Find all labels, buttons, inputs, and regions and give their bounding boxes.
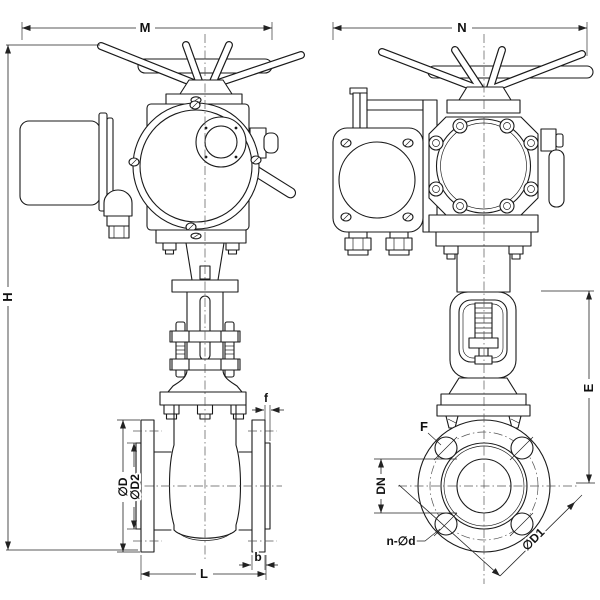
handwheel-hub-side — [458, 86, 512, 101]
actuator-front — [19, 93, 297, 244]
control-box-cover — [338, 141, 416, 219]
motor-housing-octagon — [428, 116, 539, 216]
dim-label-N: N — [457, 20, 466, 35]
dim-label-DN: DN — [374, 477, 388, 494]
control-box — [332, 127, 424, 233]
gear-housing — [132, 102, 260, 230]
dim-label-H: H — [0, 292, 15, 301]
stem-threads — [468, 302, 499, 365]
dim-label-b: b — [254, 550, 261, 564]
cable-gland — [103, 189, 133, 239]
octagon-bolts — [428, 118, 539, 214]
bolt-holes — [433, 436, 534, 537]
handwheel-front — [97, 41, 305, 95]
dim-label-D2: ∅D2 — [128, 474, 142, 500]
bonnet-bell-side — [448, 377, 518, 395]
housing-screws — [128, 100, 262, 232]
dim-label-F: F — [420, 419, 428, 434]
cable-glands-side — [344, 231, 413, 256]
dim-label-f: f — [264, 391, 269, 405]
dim-label-L: L — [200, 566, 208, 581]
bonnet-flange — [159, 391, 247, 406]
electric-motor — [19, 112, 114, 212]
handwheel-spokes — [97, 41, 305, 88]
dim-label-E: E — [581, 383, 596, 392]
actuator-side — [332, 87, 565, 256]
bonnet-flange-side-1 — [440, 393, 527, 406]
top-cap-side — [446, 99, 521, 114]
yoke-column — [456, 245, 511, 293]
yoke-side — [436, 245, 531, 429]
dim-label-M: M — [140, 20, 151, 35]
bonnet-flange-side-2 — [436, 404, 531, 417]
limit-switch-bracket — [366, 99, 424, 111]
handwheel-hub — [179, 79, 233, 95]
front-view-gate-valve — [19, 34, 305, 562]
handwheel-side — [378, 46, 594, 114]
side-view-gate-valve — [332, 34, 594, 584]
indicator-window — [195, 116, 247, 168]
actuator-base-side — [428, 214, 539, 233]
control-box-screws — [340, 138, 414, 222]
dim-label-D: ∅D — [116, 477, 130, 496]
dim-label-n-d: n-∅d — [386, 534, 415, 548]
manual-lever — [540, 128, 565, 208]
base-bolts — [162, 242, 240, 255]
